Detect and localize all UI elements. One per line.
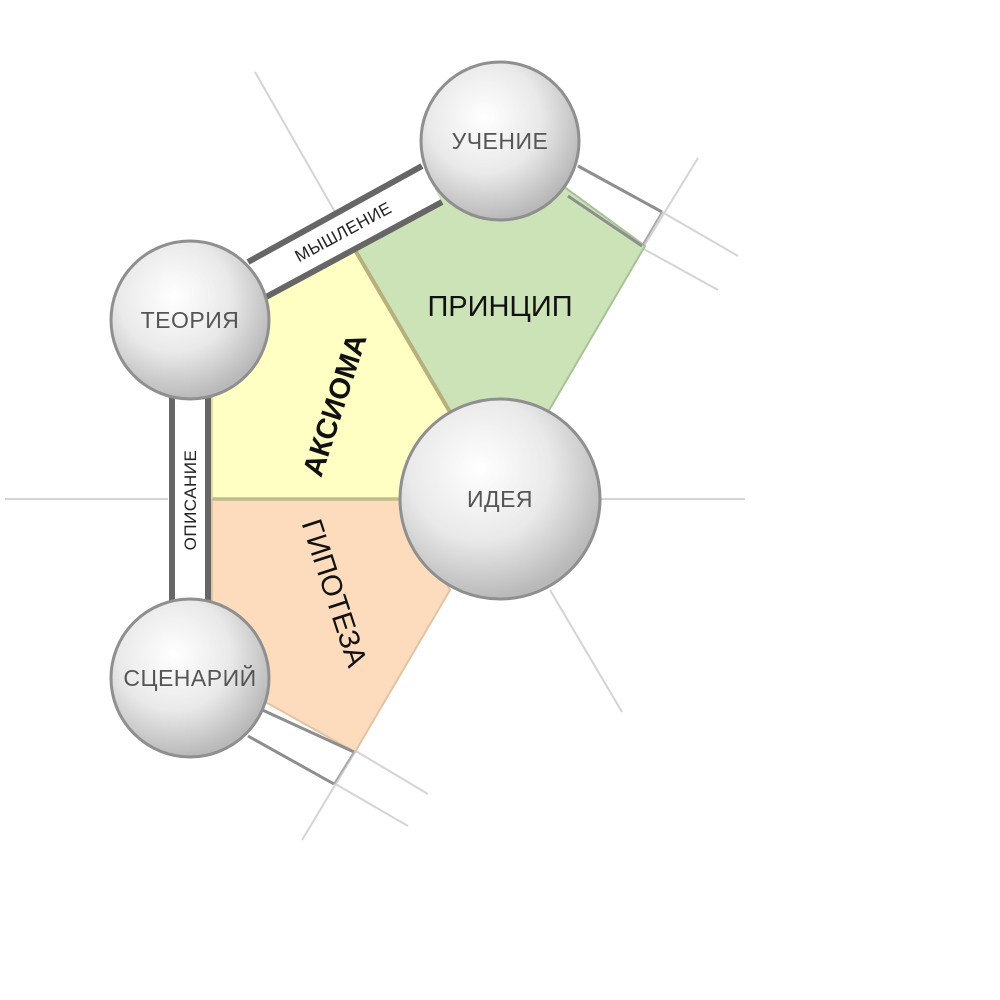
guide-line xyxy=(549,589,623,713)
region-label-printsip: ПРИНЦИП xyxy=(427,291,572,323)
sphere-shape xyxy=(398,397,602,601)
sphere-shape xyxy=(109,597,271,759)
node-uchenie[interactable]: УЧЕНИЕ xyxy=(419,60,581,222)
guide-line xyxy=(661,211,739,257)
sphere-shape xyxy=(109,239,271,401)
connector-uchenie-right xyxy=(567,164,663,248)
guide-lines xyxy=(5,71,745,841)
guide-line xyxy=(641,247,719,291)
region-divider xyxy=(353,248,452,414)
connector-opisanie xyxy=(169,395,211,605)
guide-line xyxy=(301,751,356,841)
node-label: ИДЕЯ xyxy=(467,486,533,512)
guide-line xyxy=(254,71,336,213)
guide-line xyxy=(353,749,429,795)
node-label: ТЕОРИЯ xyxy=(141,307,240,333)
guide-line xyxy=(643,157,699,247)
node-ideya[interactable]: ИДЕЯ xyxy=(398,397,602,601)
node-label: СЦЕНАРИЙ xyxy=(123,664,256,691)
node-scenariy[interactable]: СЦЕНАРИЙ xyxy=(109,597,271,759)
sphere-shape xyxy=(419,60,581,222)
connector-myshlenie xyxy=(246,163,444,300)
guide-line xyxy=(331,781,409,827)
node-label: УЧЕНИЕ xyxy=(452,128,549,154)
connector-scenariy-right xyxy=(247,706,355,786)
link-label-opisanie: ОПИСАНИЕ xyxy=(181,450,200,551)
node-teoriya[interactable]: ТЕОРИЯ xyxy=(109,239,271,401)
